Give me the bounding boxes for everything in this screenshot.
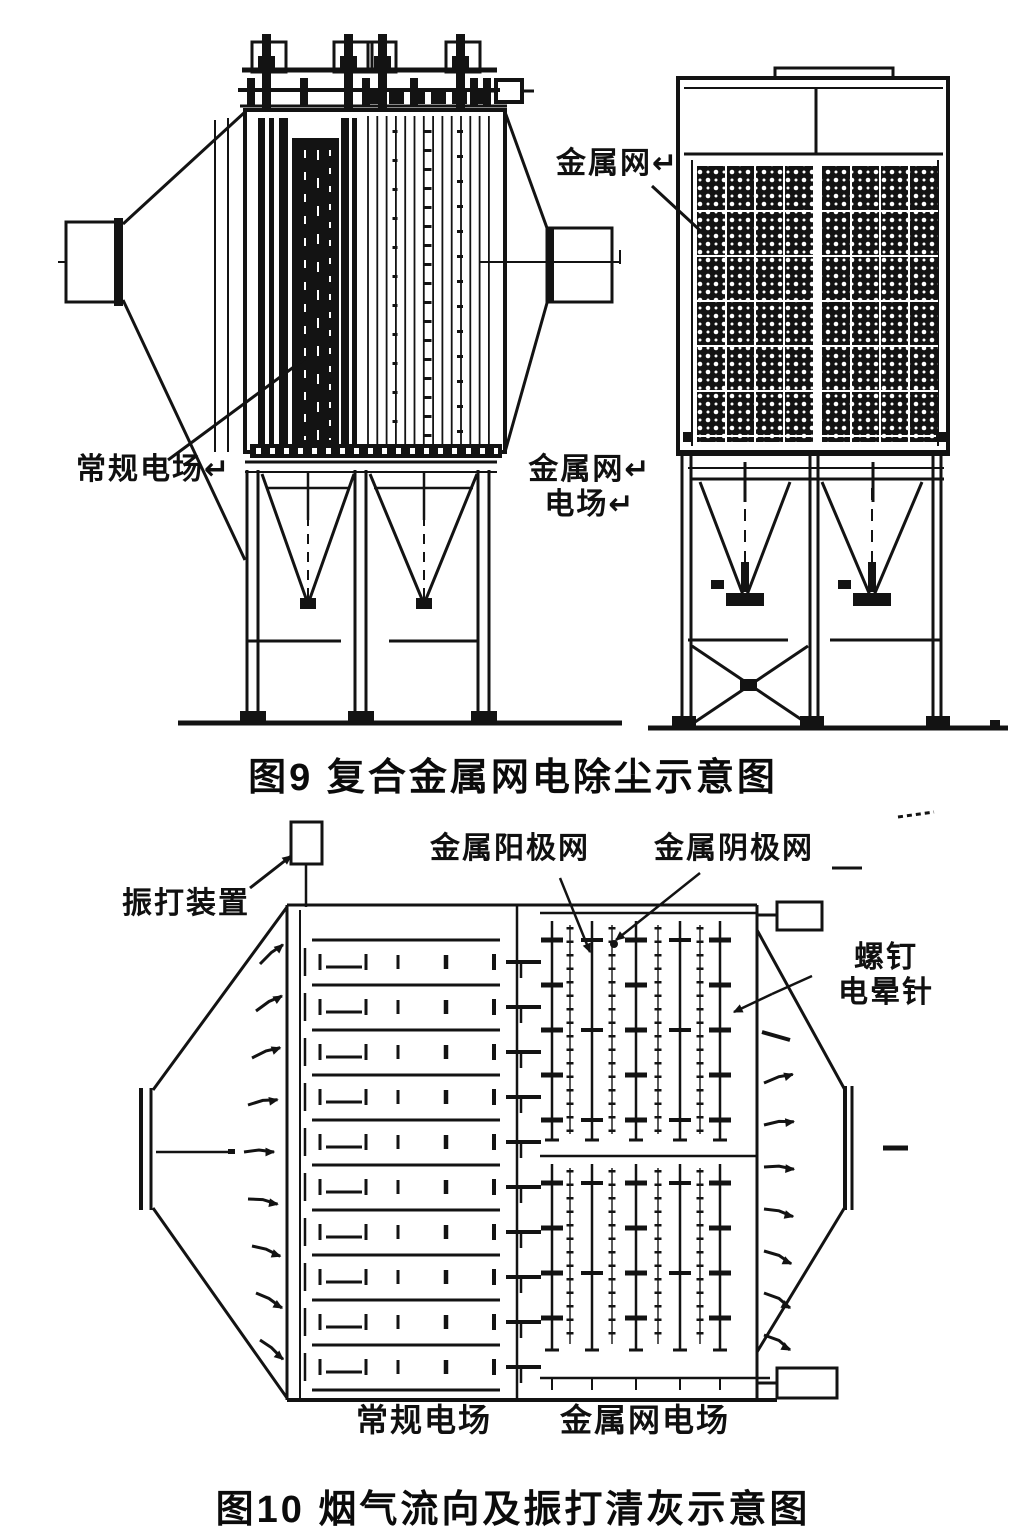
fig10-corona-line1: 螺钉	[854, 941, 918, 974]
fig9-metal-mesh-label: 金属网↵	[556, 147, 680, 180]
fig10-conventional-field-label: 常规电场	[356, 1402, 493, 1438]
fig9-mesh-field-label: 金属网↵ 电场↵	[510, 452, 670, 523]
figure9-caption: 图9 复合金属网电除尘示意图	[248, 757, 778, 799]
fig10-anode-mesh-label: 金属阳极网	[430, 832, 590, 865]
fig10-cathode-mesh-label: 金属阴极网	[654, 832, 814, 865]
fig9-mesh-field-line1: 金属网↵	[528, 453, 652, 486]
fig9-conventional-field-label: 常规电场↵	[76, 453, 232, 486]
fig10-corona-needle-label: 螺钉 电晕针	[806, 940, 966, 1011]
fig9-mesh-field-line2: 电场↵	[544, 488, 636, 522]
fig10-mesh-field-label: 金属网电场	[560, 1402, 731, 1438]
fig10-rapping-device-label: 振打装置	[122, 887, 250, 920]
figure9-drawing	[58, 34, 1008, 731]
fig10-corona-line2: 电晕针	[838, 976, 934, 1010]
figure10-caption: 图10 烟气流向及振打清灰示意图	[215, 1489, 811, 1531]
figure10-drawing	[139, 810, 935, 1402]
